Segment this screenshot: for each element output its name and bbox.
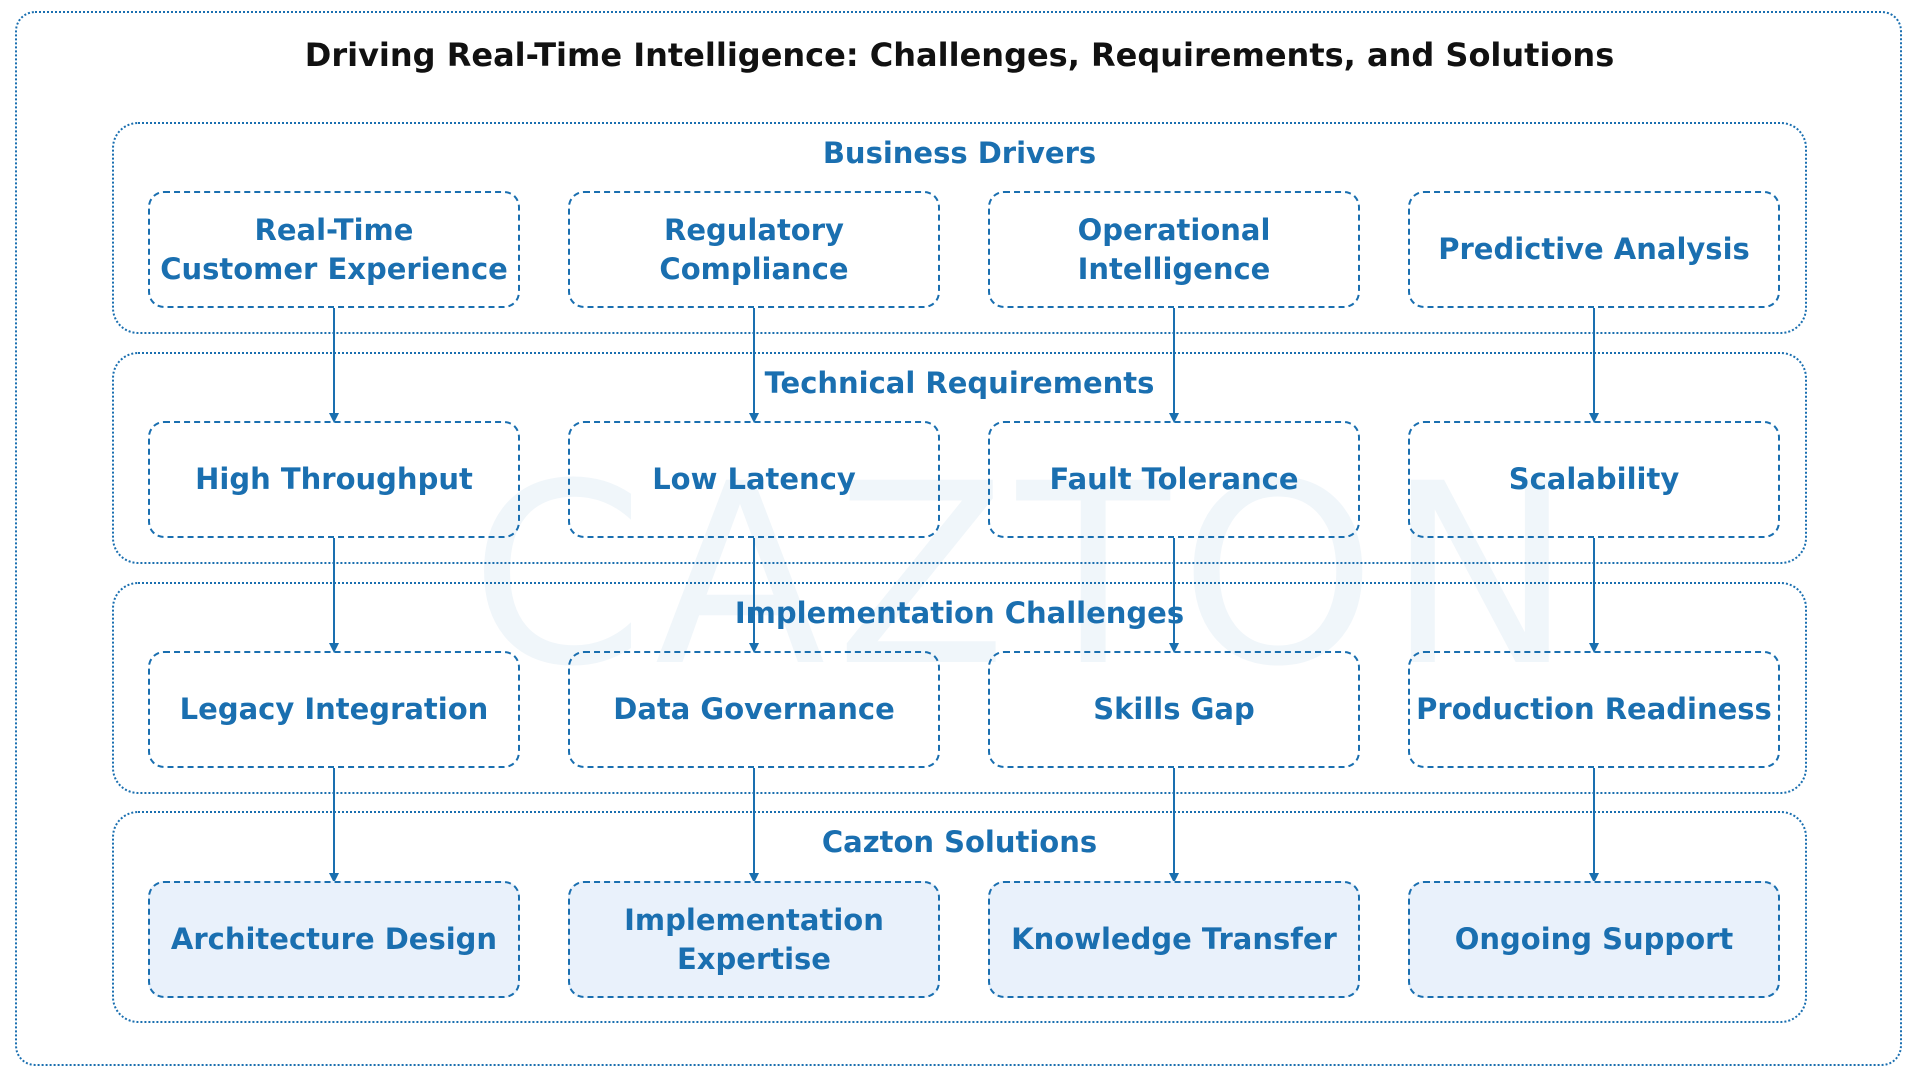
watermark: CAZTON: [470, 430, 1584, 721]
node-data-governance: Data Governance: [568, 651, 940, 768]
node-operational-intelligence: Operational Intelligence: [988, 191, 1360, 308]
node-scalability: Scalability: [1408, 421, 1780, 538]
section-technical-requirements: Technical Requirements: [112, 352, 1807, 564]
section-business-drivers: Business Drivers: [112, 122, 1807, 334]
node-low-latency: Low Latency: [568, 421, 940, 538]
node-fault-tolerance: Fault Tolerance: [988, 421, 1360, 538]
node-ongoing-support: Ongoing Support: [1408, 881, 1780, 998]
node-implementation-expertise: Implementation Expertise: [568, 881, 940, 998]
node-knowledge-transfer: Knowledge Transfer: [988, 881, 1360, 998]
section-label: Business Drivers: [822, 136, 1097, 170]
outer-frame: [15, 11, 1902, 1066]
section-implementation-challenges: Implementation Challenges: [112, 582, 1807, 794]
section-label: Cazton Solutions: [821, 825, 1098, 859]
section-label: Implementation Challenges: [734, 596, 1185, 630]
node-production-readiness: Production Readiness: [1408, 651, 1780, 768]
node-skills-gap: Skills Gap: [988, 651, 1360, 768]
section-cazton-solutions: Cazton Solutions: [112, 811, 1807, 1023]
node-regulatory-compliance: Regulatory Compliance: [568, 191, 940, 308]
node-real-time-customer-experience: Real-Time Customer Experience: [148, 191, 520, 308]
node-predictive-analysis: Predictive Analysis: [1408, 191, 1780, 308]
node-high-throughput: High Throughput: [148, 421, 520, 538]
node-legacy-integration: Legacy Integration: [148, 651, 520, 768]
diagram-title: Driving Real-Time Intelligence: Challeng…: [304, 36, 1615, 74]
section-label: Technical Requirements: [764, 366, 1155, 400]
node-architecture-design: Architecture Design: [148, 881, 520, 998]
